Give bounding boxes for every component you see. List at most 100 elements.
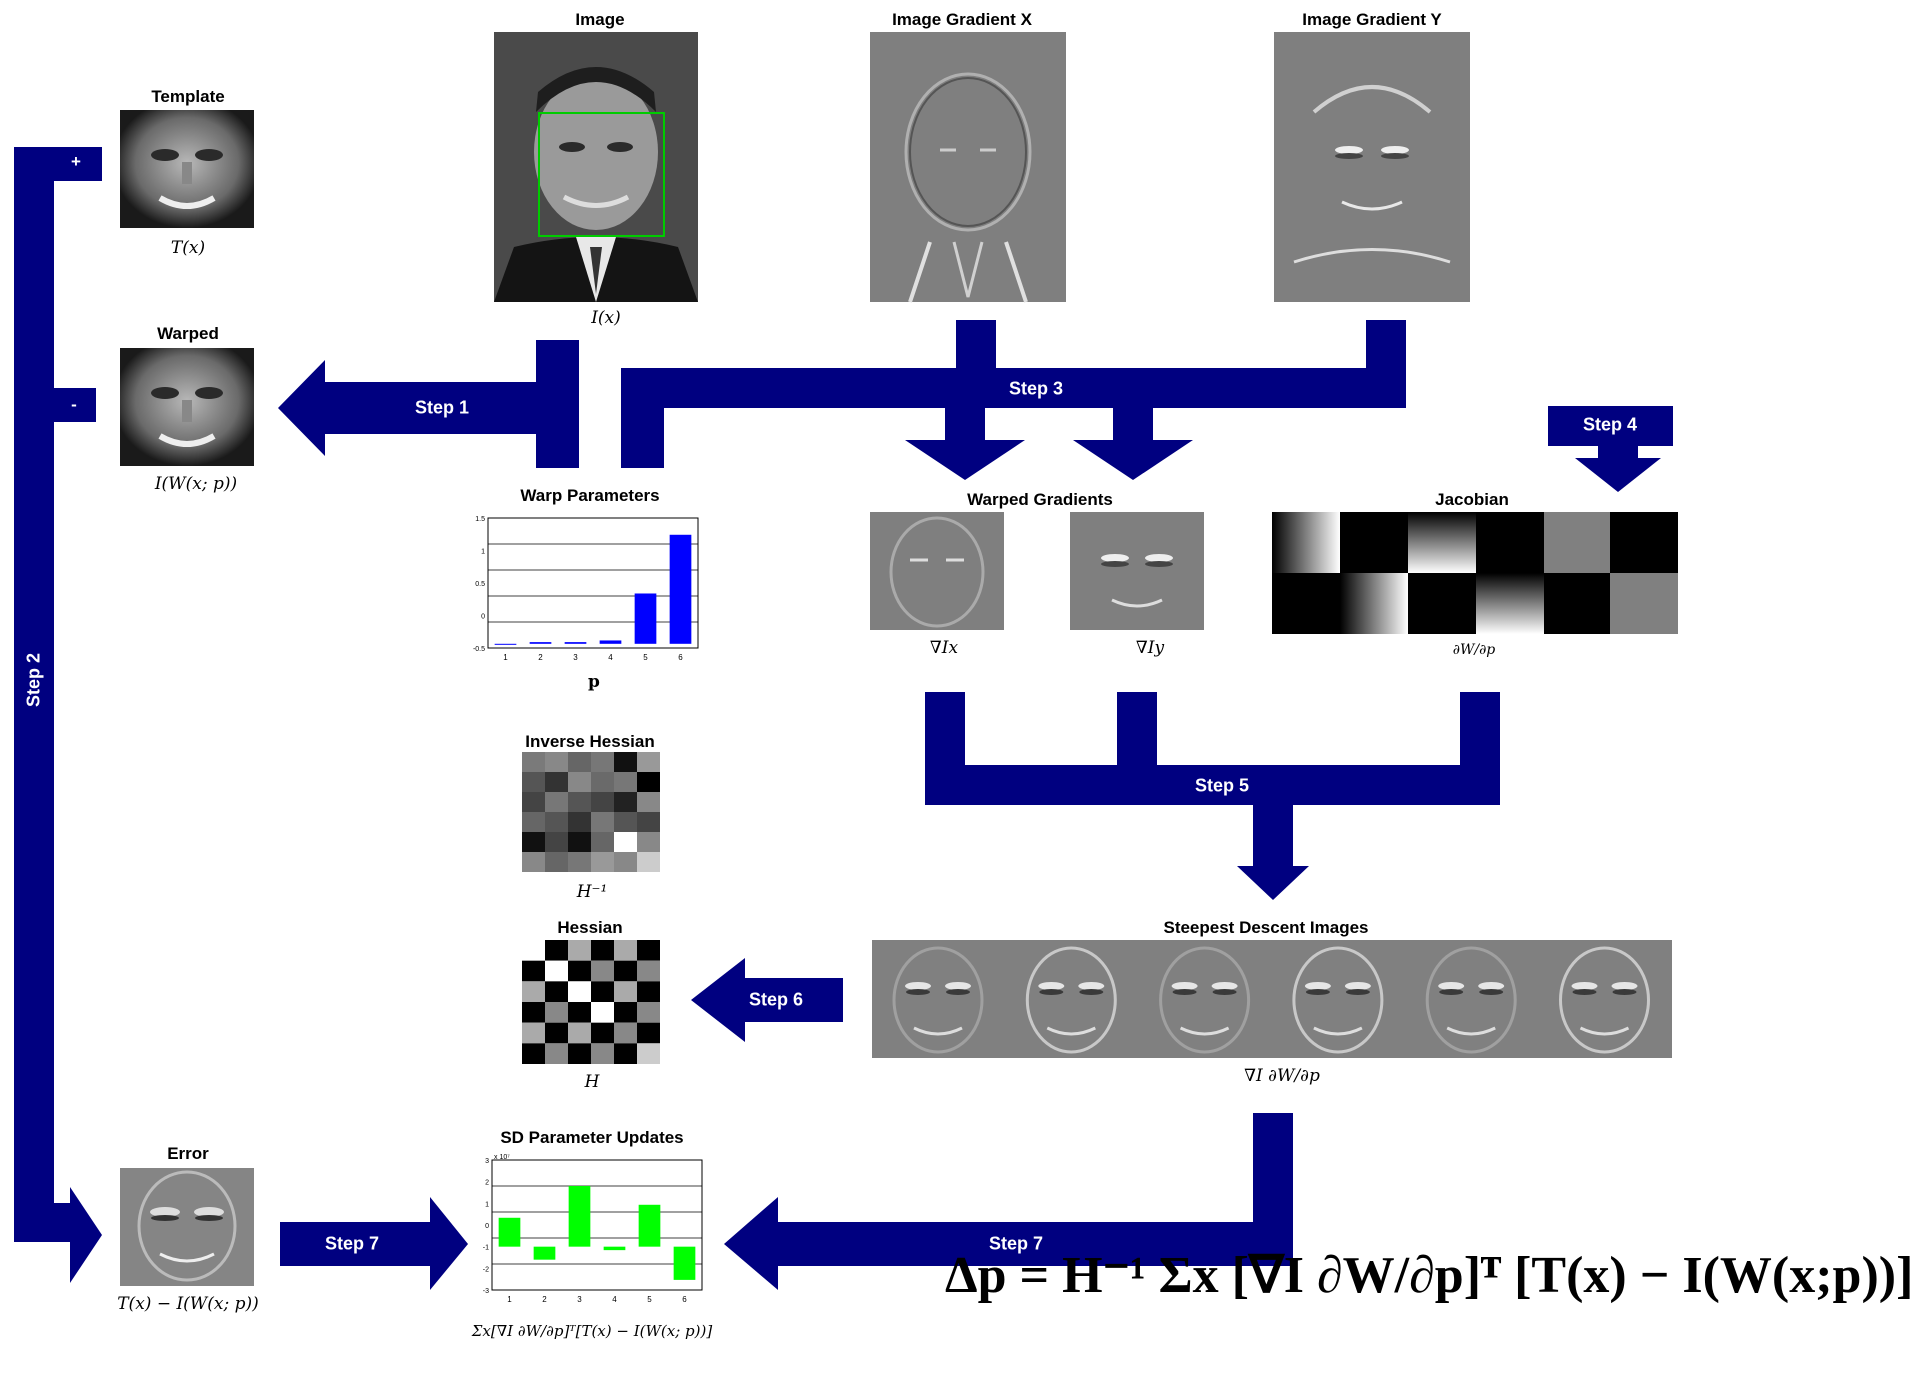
step6-arrowhead: [691, 958, 745, 1042]
minus-sign: -: [71, 395, 77, 414]
template-image: [120, 110, 254, 228]
matrix-cell: [591, 960, 614, 982]
sd-face: [872, 940, 1005, 1058]
jacobian-title: Jacobian: [1435, 490, 1509, 509]
bounding-box: [538, 112, 665, 237]
error-label: T(x) − I(W(x; p)): [117, 1294, 259, 1314]
x-tick-label: 5: [647, 1295, 652, 1304]
y-tick-label: -2: [483, 1266, 489, 1273]
error-image: [120, 1168, 254, 1286]
warped-label: I(W(x; p)): [154, 474, 238, 494]
matrix-cell: [637, 1043, 660, 1064]
update-equation: Δp = H⁻¹ Σx [∇I ∂W/∂p]ᵀ [T(x) − I(W(x;p)…: [945, 1247, 1913, 1304]
warp-params-label: p: [588, 672, 600, 692]
template-title: Template: [151, 87, 225, 106]
error-face: [120, 1168, 254, 1286]
inv-hessian-image: [522, 752, 660, 872]
minus-branch: [14, 388, 96, 422]
y-tick-label: -0.5: [473, 646, 485, 653]
warped-image: [120, 348, 254, 466]
sd-updates-label: Σx[∇I ∂W/∂p]ᵀ[T(x) − I(W(x; p))]: [471, 1322, 713, 1340]
matrix-cell: [545, 1043, 568, 1064]
matrix-cell: [568, 1022, 591, 1044]
step2-label: Step 2: [23, 652, 44, 708]
bar: [529, 642, 552, 644]
step3-left-stem: [945, 400, 985, 440]
y-tick-label: -1: [483, 1245, 489, 1252]
step6-bar: [745, 978, 843, 1022]
y-tick-label: 1.5: [475, 516, 485, 523]
step3-down-stem: [621, 368, 664, 468]
matrix-cell: [614, 1043, 637, 1064]
matrix-cell: [545, 960, 568, 982]
matrix-cell: [591, 1043, 614, 1064]
sd-face: [1405, 940, 1539, 1058]
matrix-cell: [614, 940, 637, 961]
matrix-cell: [637, 981, 660, 1002]
matrix-cell: [591, 940, 614, 961]
warped-grads-title: Warped Gradients: [967, 490, 1113, 509]
matrix-cell: [614, 1002, 637, 1023]
bar: [568, 1186, 591, 1247]
warped-grad-y-image: [1070, 512, 1204, 630]
x-tick-label: 4: [612, 1295, 617, 1304]
matrix-cell: [545, 1022, 568, 1044]
matrix-cell: [568, 960, 591, 982]
matrix-cell: [591, 1022, 614, 1044]
inv-hessian-title: Inverse Hessian: [525, 732, 655, 751]
warped-grad-x-label: ∇Ix: [929, 638, 959, 658]
x-tick-label: 3: [577, 1295, 582, 1304]
edge-photo: [870, 32, 1066, 303]
bar: [669, 534, 692, 644]
step4-label: Step 4: [1582, 414, 1638, 435]
sd-faces: [872, 940, 1672, 1058]
step1-bar: [325, 382, 579, 434]
step7b-label: Step 7: [988, 1233, 1044, 1254]
matrix-cell: [591, 981, 614, 1002]
step2-bar: [14, 147, 54, 1242]
step5-label: Step 5: [1194, 775, 1250, 796]
jacobian-blocks: [1272, 512, 1678, 634]
y-tick-label: 0: [485, 1223, 489, 1230]
bar: [673, 1246, 696, 1280]
step5-bar: [925, 765, 1500, 805]
step5-down-stem: [1253, 800, 1293, 868]
input-image: [494, 32, 698, 302]
warped-grad-y-label: ∇Iy: [1135, 638, 1165, 658]
gradient-y-image: [1274, 32, 1470, 302]
step7b-arrowhead: [724, 1197, 778, 1290]
sd-images-label: ∇I ∂W/∂p: [1244, 1066, 1320, 1086]
hessian-label: H: [584, 1072, 600, 1092]
step5-arrowhead: [1237, 866, 1309, 900]
x-tick-label: 1: [507, 1295, 512, 1304]
sd-images-title: Steepest Descent Images: [1163, 918, 1369, 937]
scale-label: x 10⁷: [494, 1154, 510, 1161]
edge-face: [1070, 512, 1204, 630]
sd-face: [1271, 940, 1405, 1058]
step3-label: Step 3: [1008, 378, 1064, 399]
step1-label: Step 1: [414, 397, 470, 418]
bar: [498, 1217, 521, 1247]
bar: [638, 1204, 661, 1247]
y-tick-label: -3: [483, 1288, 489, 1295]
matrix-cell: [545, 981, 568, 1002]
face-photo: [120, 348, 254, 466]
image-label: I(x): [591, 308, 621, 328]
bar: [494, 643, 517, 645]
y-tick-label: 1: [485, 1201, 489, 1208]
sd-face: [1138, 940, 1272, 1058]
step1-arrowhead: [278, 360, 325, 456]
matrix-cell: [637, 1022, 660, 1044]
sd-updates-title: SD Parameter Updates: [500, 1128, 684, 1147]
edge-face: [870, 512, 1004, 630]
inv-hessian-label: H⁻¹: [576, 882, 608, 902]
bar: [634, 593, 657, 644]
matrix-grid: [522, 940, 660, 1064]
y-tick-label: 2: [485, 1180, 489, 1187]
matrix-cell: [522, 960, 545, 982]
step7a-arrowhead: [430, 1197, 468, 1290]
jacobian-label: ∂W/∂p: [1452, 642, 1496, 658]
step4-arrowhead: [1575, 458, 1661, 492]
x-tick-label: 3: [573, 653, 578, 662]
